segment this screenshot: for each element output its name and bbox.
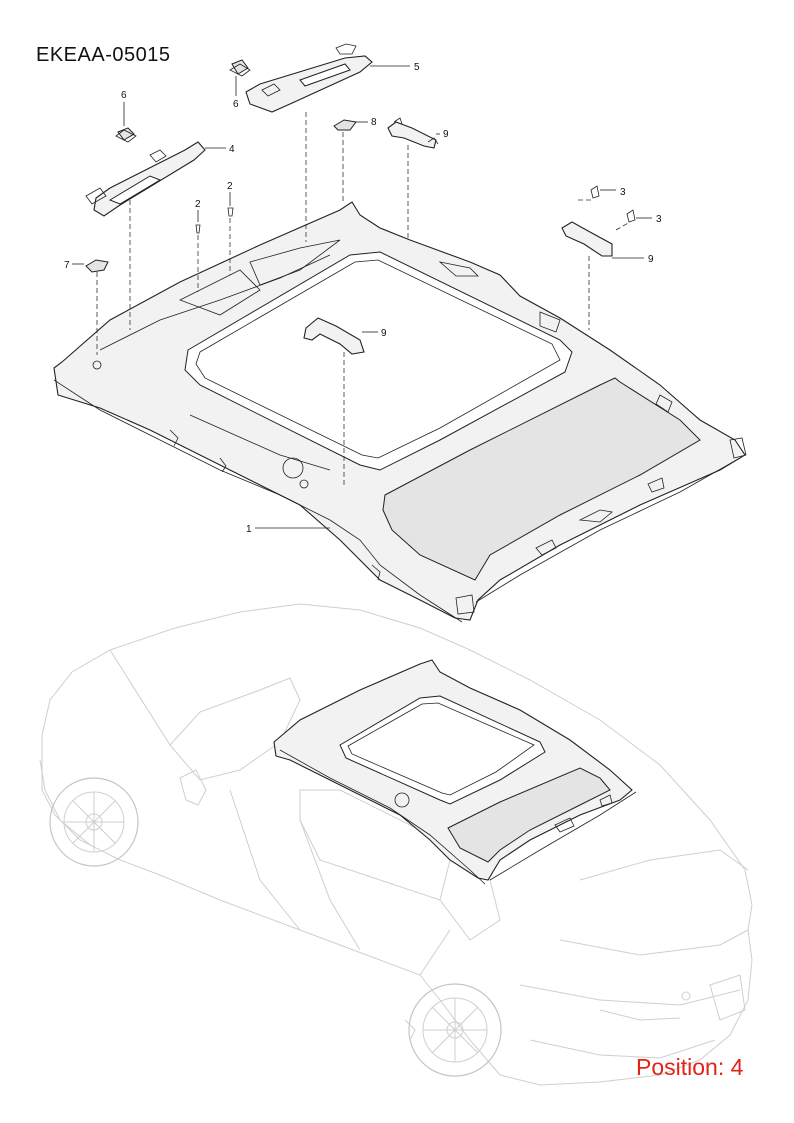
callout-9b: 9 bbox=[648, 254, 654, 265]
callout-8: 8 bbox=[371, 117, 377, 128]
grab-handle-center bbox=[303, 317, 365, 355]
callout-3a: 3 bbox=[620, 187, 626, 198]
callout-1: 1 bbox=[246, 524, 252, 535]
callout-3b: 3 bbox=[656, 214, 662, 225]
screw-3b bbox=[626, 209, 636, 223]
headliner-installed bbox=[273, 659, 637, 885]
grab-handle-top bbox=[387, 117, 439, 149]
callout-2b: 2 bbox=[227, 181, 233, 192]
callout-5: 5 bbox=[414, 62, 420, 73]
callout-9a: 9 bbox=[443, 129, 449, 140]
screw-2a bbox=[195, 224, 201, 234]
callout-6a: 6 bbox=[121, 90, 127, 101]
visor-clip-left bbox=[115, 127, 137, 143]
position-label: Position: 4 bbox=[636, 1054, 744, 1080]
visor-clip-right bbox=[229, 59, 251, 77]
screw-2b bbox=[227, 207, 234, 217]
callout-7: 7 bbox=[64, 260, 70, 271]
screw-3a bbox=[590, 185, 600, 199]
grab-handle-right bbox=[561, 221, 613, 257]
sun-visor-right bbox=[245, 43, 373, 113]
callout-4: 4 bbox=[229, 144, 235, 155]
callout-9c: 9 bbox=[381, 328, 387, 339]
trim-pad bbox=[85, 259, 109, 273]
document-code: EKEAA-05015 bbox=[36, 44, 171, 66]
callout-2a: 2 bbox=[195, 199, 201, 210]
sun-visor-left bbox=[85, 141, 206, 217]
leader-lines bbox=[72, 65, 652, 529]
callout-labels: 1 2 2 3 3 4 5 6 6 7 8 9 9 9 bbox=[64, 62, 662, 535]
headliner-panel bbox=[53, 201, 747, 623]
callout-6b: 6 bbox=[233, 99, 239, 110]
retainer-bracket bbox=[333, 119, 357, 131]
